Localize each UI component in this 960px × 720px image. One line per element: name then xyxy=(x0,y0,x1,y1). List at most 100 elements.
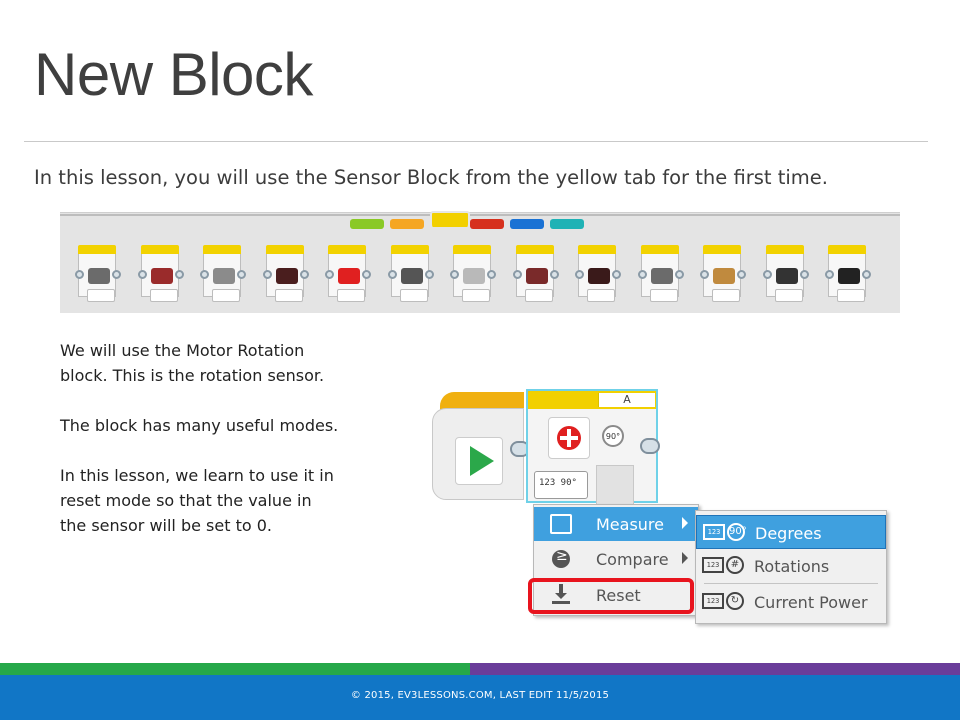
gyro-sensor-icon xyxy=(213,268,235,284)
menu-item-compare[interactable]: Compare xyxy=(534,542,698,576)
start-block-body xyxy=(432,408,524,500)
submenu-item-label: Rotations xyxy=(754,557,830,576)
palette-block[interactable] xyxy=(638,245,684,302)
palette-block-body xyxy=(325,254,371,302)
footer-copyright: © 2015, EV3LESSONS.COM, LAST EDIT 11/5/2… xyxy=(350,690,610,701)
palette-block-port xyxy=(400,289,428,302)
motor-rotation-icon xyxy=(338,268,360,284)
intro-text: In this lesson, you will use the Sensor … xyxy=(34,166,828,189)
palette-block[interactable] xyxy=(138,245,184,302)
connector-dot-icon xyxy=(200,270,209,279)
palette-block-body xyxy=(825,254,871,302)
palette-block-top xyxy=(516,245,554,254)
palette-block-body xyxy=(575,254,621,302)
connector-dot-icon xyxy=(675,270,684,279)
connector-dot-icon xyxy=(825,270,834,279)
touch-sensor-icon xyxy=(526,268,548,284)
palette-block[interactable] xyxy=(763,245,809,302)
palette-block-body xyxy=(450,254,496,302)
palette-block-port xyxy=(87,289,115,302)
palette-block[interactable] xyxy=(263,245,309,302)
connector-dot-icon xyxy=(112,270,121,279)
palette-block[interactable] xyxy=(575,245,621,302)
connector-dot-icon xyxy=(75,270,84,279)
palette-block-body xyxy=(513,254,559,302)
palette-tab[interactable] xyxy=(350,219,384,229)
footer-accent-green xyxy=(0,663,470,675)
palette-block[interactable] xyxy=(325,245,371,302)
palette-block-top xyxy=(453,245,491,254)
palette-block[interactable] xyxy=(388,245,434,302)
palette-block[interactable] xyxy=(450,245,496,302)
connector-dot-icon xyxy=(800,270,809,279)
body-line: reset mode so that the value in xyxy=(60,491,312,510)
palette-tab[interactable] xyxy=(510,219,544,229)
menu-item-reset[interactable]: Reset xyxy=(534,578,698,612)
ruler-icon: 123 xyxy=(702,593,724,609)
palette-block-body xyxy=(763,254,809,302)
submenu-item-degrees[interactable]: 123 90° Degrees xyxy=(696,515,886,549)
ruler-icon: 123 xyxy=(702,557,724,573)
palette-block[interactable] xyxy=(75,245,121,302)
palette-tab[interactable] xyxy=(430,211,470,227)
connector-dot-icon xyxy=(138,270,147,279)
palette-block-port xyxy=(837,289,865,302)
palette-block-top xyxy=(766,245,804,254)
footer-accent-purple xyxy=(470,663,960,675)
palette-block[interactable] xyxy=(513,245,559,302)
palette-block-port xyxy=(525,289,553,302)
palette-block-body xyxy=(700,254,746,302)
sequence-connector-icon xyxy=(640,438,660,454)
palette-block-top xyxy=(641,245,679,254)
palette-block-body xyxy=(75,254,121,302)
measure-submenu: 123 90° Degrees 123 # Rotations 123 ↻ Cu… xyxy=(695,510,887,624)
motor-rotation-block[interactable]: A 90° 123 90° xyxy=(526,389,658,505)
palette-block-port xyxy=(150,289,178,302)
connector-dot-icon xyxy=(862,270,871,279)
connector-dot-icon xyxy=(388,270,397,279)
connector-dot-icon xyxy=(700,270,709,279)
submenu-arrow-icon xyxy=(682,552,688,564)
palette-divider xyxy=(60,214,900,216)
connector-dot-icon xyxy=(450,270,459,279)
menu-item-label: Measure xyxy=(596,515,664,534)
temperature-sensor-icon xyxy=(401,268,423,284)
body-line: We will use the Motor Rotation xyxy=(60,341,305,360)
start-block[interactable] xyxy=(432,392,524,502)
connector-dot-icon xyxy=(300,270,309,279)
timer-icon xyxy=(463,268,485,284)
submenu-item-rotations[interactable]: 123 # Rotations xyxy=(696,549,886,583)
palette-block-top xyxy=(328,245,366,254)
palette-block[interactable] xyxy=(700,245,746,302)
play-icon xyxy=(470,446,494,476)
connector-dot-icon xyxy=(737,270,746,279)
palette-block[interactable] xyxy=(825,245,871,302)
palette-block-body xyxy=(200,254,246,302)
connector-dot-icon xyxy=(263,270,272,279)
brick-buttons-icon xyxy=(88,268,110,284)
palette-block-port xyxy=(587,289,615,302)
palette-block-port xyxy=(650,289,678,302)
connector-dot-icon xyxy=(575,270,584,279)
palette-block-port xyxy=(462,289,490,302)
infrared-sensor-icon xyxy=(276,268,298,284)
palette-block-port xyxy=(775,289,803,302)
palette-block-top xyxy=(391,245,429,254)
degrees-icon: 90° xyxy=(727,523,747,541)
palette-block-body xyxy=(263,254,309,302)
palette-block-top xyxy=(141,245,179,254)
connector-dot-icon xyxy=(362,270,371,279)
menu-item-measure[interactable]: Measure xyxy=(534,507,698,541)
palette-tab[interactable] xyxy=(550,219,584,229)
palette-block[interactable] xyxy=(200,245,246,302)
submenu-item-current-power[interactable]: 123 ↻ Current Power xyxy=(696,585,886,619)
motor-rotation-icon xyxy=(548,417,590,459)
port-selector[interactable]: A xyxy=(598,393,655,407)
palette-block-top xyxy=(578,245,616,254)
palette-block-top xyxy=(703,245,741,254)
palette-tab[interactable] xyxy=(470,219,504,229)
measure-icon xyxy=(550,514,572,534)
palette-tab[interactable] xyxy=(390,219,424,229)
palette-block-top xyxy=(266,245,304,254)
mode-selector[interactable]: 123 90° xyxy=(534,471,588,499)
